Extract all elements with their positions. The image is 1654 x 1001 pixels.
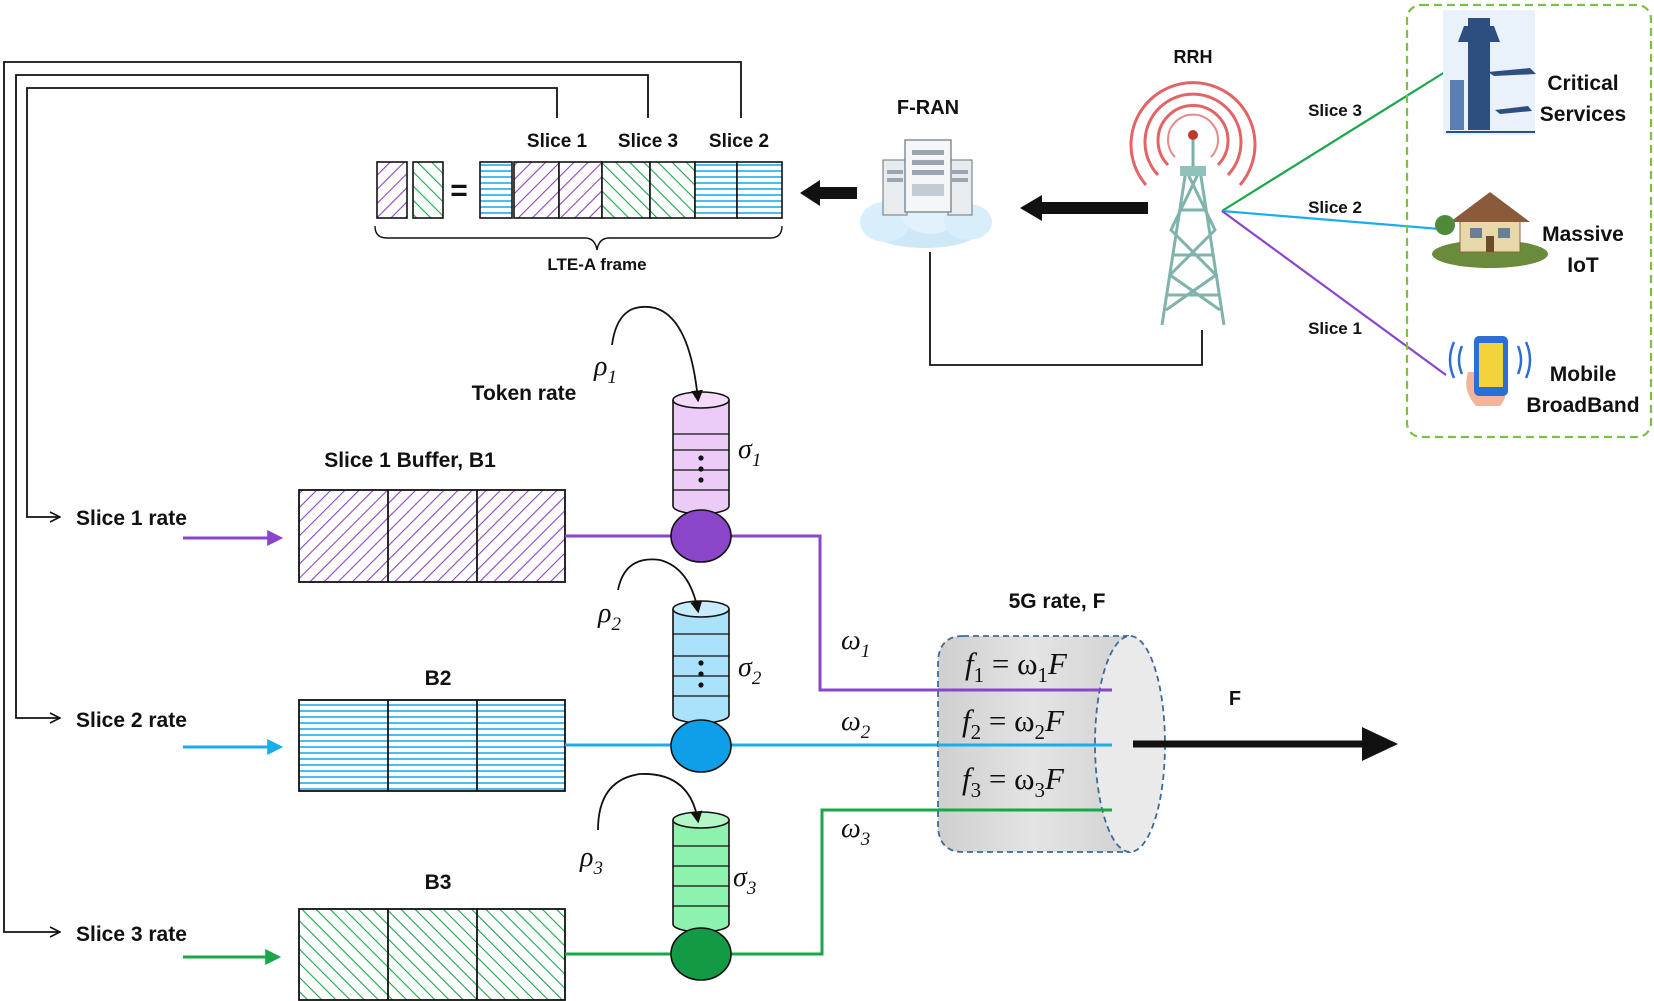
rrh-label: RRH [1174, 47, 1213, 67]
frame-cell [513, 161, 560, 219]
feedback-line-slice1 [26, 87, 558, 517]
frame-label-slice3: Slice 3 [618, 131, 678, 152]
arrow-to-fran-head [1020, 195, 1042, 221]
sigma-2: σ2 [738, 652, 762, 689]
buffer-label-b3: B3 [425, 871, 452, 894]
frame-cell [649, 161, 696, 219]
link-label-slice3: Slice 3 [1308, 101, 1362, 120]
omega-1: ω1 [841, 625, 870, 662]
airport-control-tower-icon [1443, 10, 1536, 135]
token-bucket-3 [670, 811, 732, 981]
output-arrow-head [1362, 727, 1398, 761]
fran-label: F-RAN [897, 97, 959, 119]
sigma-3: σ3 [733, 862, 756, 899]
rho-1: ρ1 [593, 351, 617, 388]
frame-label-slice2: Slice 2 [709, 131, 769, 152]
iot-label: Massive [1542, 223, 1624, 246]
lte-frame-group: Slice 1 Slice 3 Slice 2 = LTE-A frame [374, 131, 783, 274]
token-arrow-1 [611, 305, 704, 403]
fran-rrh-link [929, 252, 1203, 366]
critical-label: Services [1540, 103, 1626, 126]
sigma-1: σ1 [738, 434, 761, 471]
5g-rate-title: 5G rate, F [1009, 590, 1106, 613]
slice1-rate-label: Slice 1 rate [76, 507, 187, 530]
omega-2: ω2 [841, 706, 871, 743]
feedback-line-slice3 [15, 74, 649, 718]
iot-label: IoT [1567, 254, 1599, 277]
server-node-2 [670, 719, 732, 773]
house-icon [1432, 192, 1548, 268]
slice3-rate-label: Slice 3 rate [76, 923, 187, 946]
buffer-b2 [298, 699, 566, 792]
slice2-rate-label: Slice 2 rate [76, 709, 187, 732]
frame-cell [558, 161, 603, 219]
equals-sign: = [450, 174, 468, 207]
frame-cell [736, 161, 783, 219]
frame-brace [374, 225, 783, 251]
smartphone-icon [1448, 336, 1532, 406]
rho-3: ρ3 [579, 842, 603, 879]
feedback-line-slice2 [3, 61, 742, 932]
frame-cell [479, 161, 513, 219]
token-arrow-3 [597, 773, 703, 831]
output-arrow-label: F [1229, 688, 1241, 710]
buffer-b1 [298, 489, 566, 583]
server-node-1 [670, 509, 732, 563]
feedback-lines [3, 61, 742, 932]
rho-2: ρ2 [597, 598, 621, 635]
token-bucket-1 [670, 391, 732, 563]
server-node-3 [670, 927, 732, 981]
token-arrow-2 [617, 558, 703, 614]
legend-cell-green [412, 161, 444, 219]
buffer-label-b2: B2 [425, 667, 452, 690]
frame-cell [601, 161, 651, 219]
link-slice1 [1221, 210, 1447, 376]
link-label-slice1: Slice 1 [1308, 319, 1362, 338]
services-box [1405, 3, 1653, 439]
omega-3: ω3 [841, 813, 870, 850]
legend-cell-purple [376, 161, 408, 219]
critical-label: Critical [1547, 72, 1618, 95]
buffer-b3 [298, 908, 566, 1001]
lte-frame [479, 161, 783, 219]
link-slice2 [1221, 209, 1441, 231]
mbb-label: BroadBand [1526, 394, 1639, 417]
lte-frame-label: LTE-A frame [547, 255, 646, 274]
antenna-tower-icon [1129, 81, 1257, 326]
server-cloud-icon [860, 139, 992, 248]
eq-f1: f1 = ω1F [965, 646, 1068, 687]
link-label-slice2: Slice 2 [1308, 198, 1362, 217]
frame-label-slice1: Slice 1 [527, 131, 588, 152]
token-bucket-2 [670, 600, 732, 773]
token-rate-label: Token rate [472, 382, 577, 405]
arrow-to-frame-head [800, 180, 820, 206]
mbb-label: Mobile [1550, 363, 1617, 386]
frame-cell [694, 161, 738, 219]
buffer-label-b1: Slice 1 Buffer, B1 [324, 449, 496, 472]
